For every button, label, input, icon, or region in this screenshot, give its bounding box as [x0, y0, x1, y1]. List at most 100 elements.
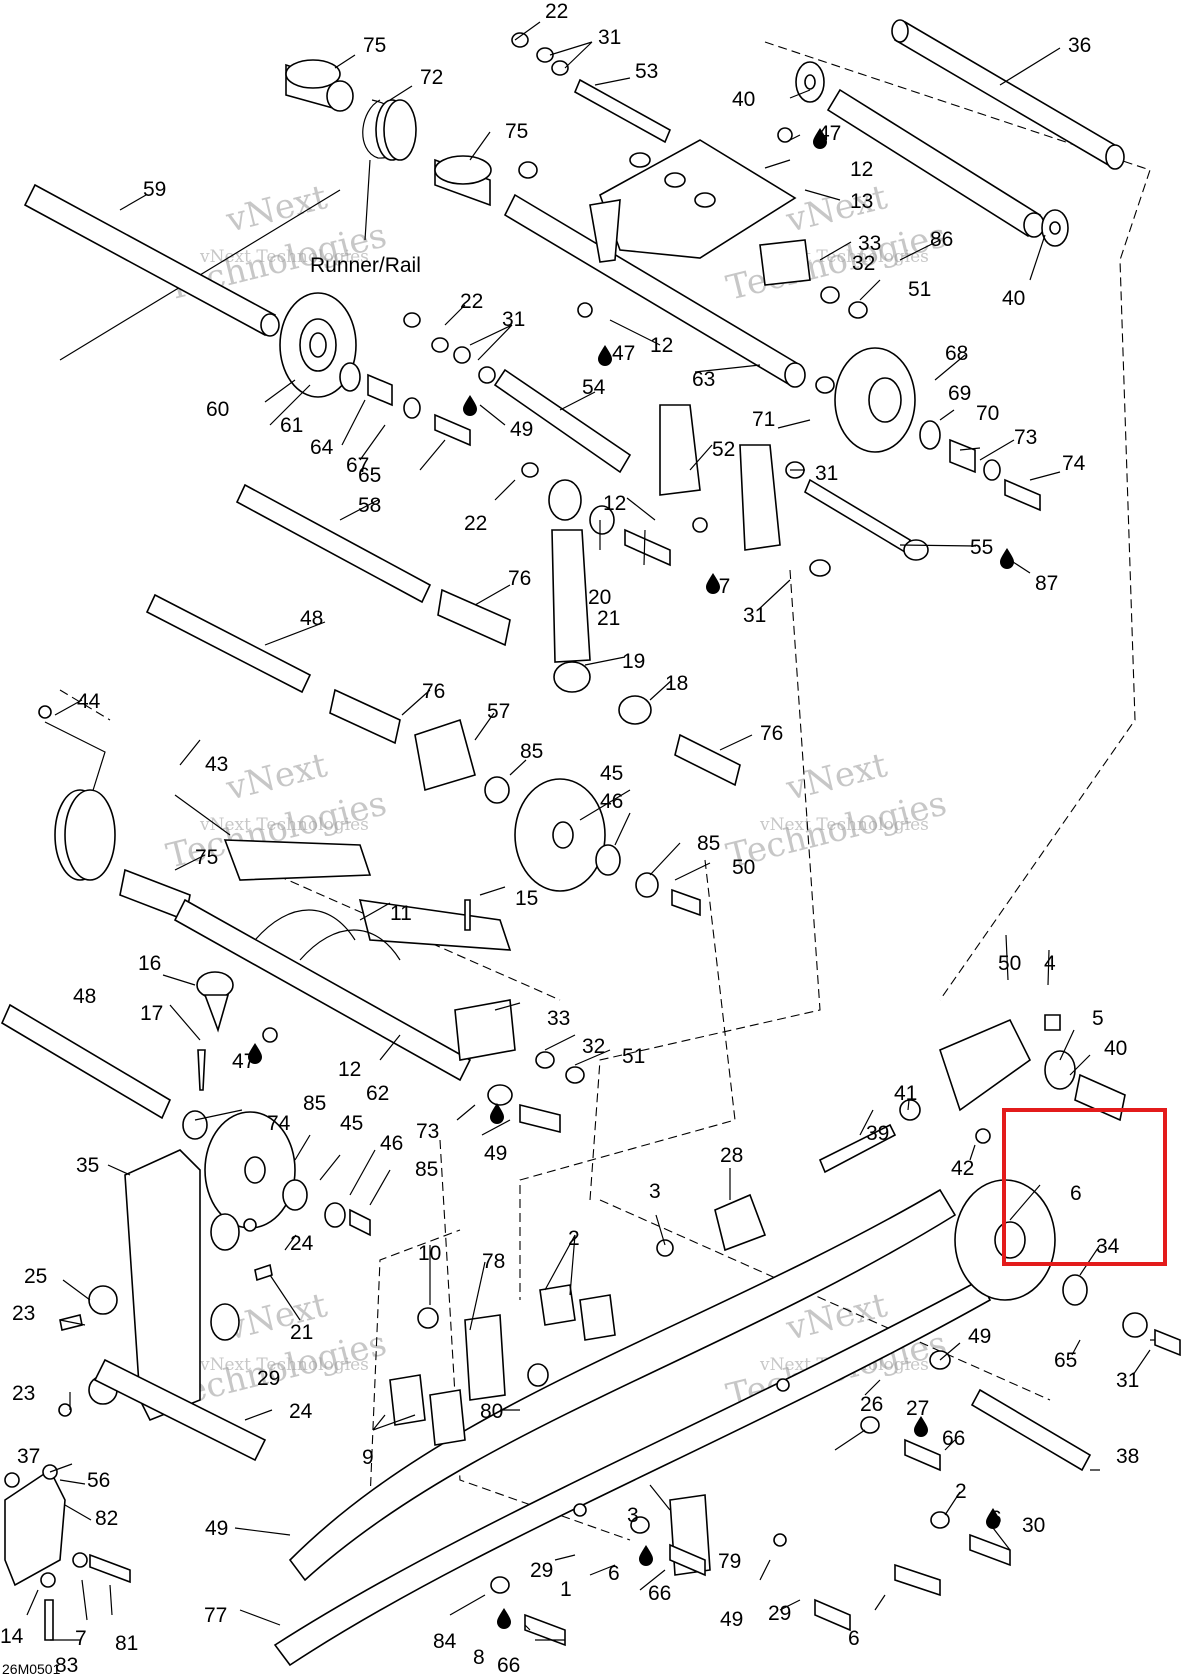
- callout-label-34: 34: [1096, 1235, 1120, 1258]
- callout-label-31: 31: [502, 308, 525, 331]
- svg-text:vNext Technologies: vNext Technologies: [759, 815, 929, 835]
- callout-label-74: 74: [267, 1112, 291, 1135]
- callout-label-40: 40: [1002, 287, 1025, 310]
- callout-label-15: 15: [515, 887, 538, 910]
- callout-label-87: 87: [1035, 572, 1058, 595]
- callout-label-27: 27: [906, 1397, 929, 1420]
- callout-label-35: 35: [76, 1154, 99, 1177]
- callout-label-84: 84: [433, 1630, 457, 1653]
- callout-label-49: 49: [484, 1142, 507, 1165]
- callout-label-43: 43: [205, 753, 228, 776]
- drop-icon: [463, 395, 477, 416]
- part-shapes: [0, 19, 1181, 1667]
- callout-label-57: 57: [487, 700, 510, 723]
- drop-icon: [497, 1608, 511, 1629]
- callout-label-85: 85: [520, 740, 543, 763]
- callout-label-82: 82: [95, 1507, 118, 1530]
- callout-label-49: 49: [720, 1608, 743, 1631]
- callout-label-6: 6: [1070, 1182, 1082, 1205]
- callout-label-13: 13: [850, 190, 873, 213]
- callout-label-79: 79: [718, 1550, 741, 1573]
- callout-label-49: 49: [968, 1325, 991, 1348]
- callout-label-47: 47: [818, 122, 841, 145]
- callout-label-25: 25: [24, 1265, 47, 1288]
- callout-label-9: 9: [362, 1446, 374, 1469]
- callout-label-32: 32: [582, 1035, 605, 1058]
- callout-label-12: 12: [850, 158, 873, 181]
- callout-label-44: 44: [77, 690, 101, 713]
- callout-label-49: 49: [205, 1517, 228, 1540]
- callout-label-38: 38: [1116, 1445, 1139, 1468]
- callout-label-31: 31: [743, 604, 766, 627]
- callout-label-66: 66: [648, 1582, 671, 1605]
- assembly-lines: [59, 41, 1151, 1541]
- callout-label-48: 48: [300, 607, 323, 630]
- callout-label-83: 83: [55, 1654, 78, 1677]
- callout-label-73: 73: [416, 1120, 439, 1143]
- callout-label-20: 20: [588, 586, 611, 609]
- callout-label-12: 12: [338, 1058, 361, 1081]
- watermark-mid-right: vNext vNext Technologies Technologies: [723, 745, 951, 877]
- callout-label-6: 6: [848, 1627, 860, 1650]
- callout-label-33: 33: [858, 232, 881, 255]
- callout-label-47: 47: [612, 342, 635, 365]
- callout-label-45: 45: [600, 762, 623, 785]
- callout-label-19: 19: [622, 650, 645, 673]
- callout-label-61: 61: [280, 414, 303, 437]
- callout-label-75: 75: [363, 34, 386, 57]
- callout-label-21: 21: [597, 607, 620, 630]
- callout-label-48: 48: [73, 985, 96, 1008]
- callout-label-75: 75: [505, 120, 528, 143]
- callout-label-23: 23: [12, 1382, 35, 1405]
- callout-label-8: 8: [473, 1646, 485, 1669]
- callout-label-85: 85: [697, 832, 720, 855]
- callout-label-4: 4: [1044, 952, 1056, 975]
- callout-label-32: 32: [852, 252, 875, 275]
- callout-label-24: 24: [290, 1232, 314, 1255]
- drop-icon: [813, 128, 827, 149]
- callout-label-81: 81: [115, 1632, 138, 1655]
- callout-label-5: 5: [1092, 1007, 1104, 1030]
- callout-label-46: 46: [380, 1132, 403, 1155]
- callout-label-2: 2: [568, 1227, 580, 1250]
- callout-label-65: 65: [1054, 1349, 1077, 1372]
- diagram-code: 26M0501: [2, 1661, 61, 1677]
- callout-label-6: 6: [608, 1562, 620, 1585]
- callout-label-22: 22: [464, 512, 487, 535]
- callout-label-75: 75: [195, 846, 218, 869]
- callout-label-45: 45: [340, 1112, 363, 1135]
- callout-label-31: 31: [1116, 1369, 1139, 1392]
- drop-icon: [706, 573, 720, 594]
- callout-label-36: 36: [1068, 34, 1091, 57]
- callout-label-41: 41: [894, 1082, 917, 1105]
- callout-label-2: 2: [955, 1480, 967, 1503]
- callout-label-31: 31: [815, 462, 838, 485]
- callout-label-31: 31: [598, 26, 621, 49]
- callout-label-37: 37: [17, 1445, 40, 1468]
- callout-label-40: 40: [732, 88, 755, 111]
- callout-label-62: 62: [366, 1082, 389, 1105]
- callout-label-80: 80: [480, 1400, 503, 1423]
- callout-label-85: 85: [415, 1158, 438, 1181]
- drop-icon: [248, 1043, 262, 1064]
- drop-icon: [490, 1103, 504, 1124]
- callout-label-14: 14: [0, 1625, 24, 1648]
- callout-label-66: 66: [497, 1654, 520, 1677]
- drop-icon: [1000, 548, 1014, 569]
- callout-label-3: 3: [627, 1504, 639, 1527]
- callout-label-6: 6: [990, 1507, 1002, 1530]
- callout-label-68: 68: [945, 342, 968, 365]
- callout-label-86: 86: [930, 228, 953, 251]
- callout-label-71: 71: [752, 408, 775, 431]
- callout-label-60: 60: [206, 398, 229, 421]
- callout-label-29: 29: [768, 1602, 791, 1625]
- callout-label-78: 78: [482, 1250, 505, 1273]
- callout-label-50: 50: [998, 952, 1021, 975]
- highlight-box: [1002, 1108, 1167, 1266]
- callout-label-39: 39: [866, 1122, 889, 1145]
- callout-label-76: 76: [508, 567, 531, 590]
- callout-label-53: 53: [635, 60, 658, 83]
- callout-label-30: 30: [1022, 1514, 1045, 1537]
- svg-text:vNext Technologies: vNext Technologies: [199, 1355, 369, 1375]
